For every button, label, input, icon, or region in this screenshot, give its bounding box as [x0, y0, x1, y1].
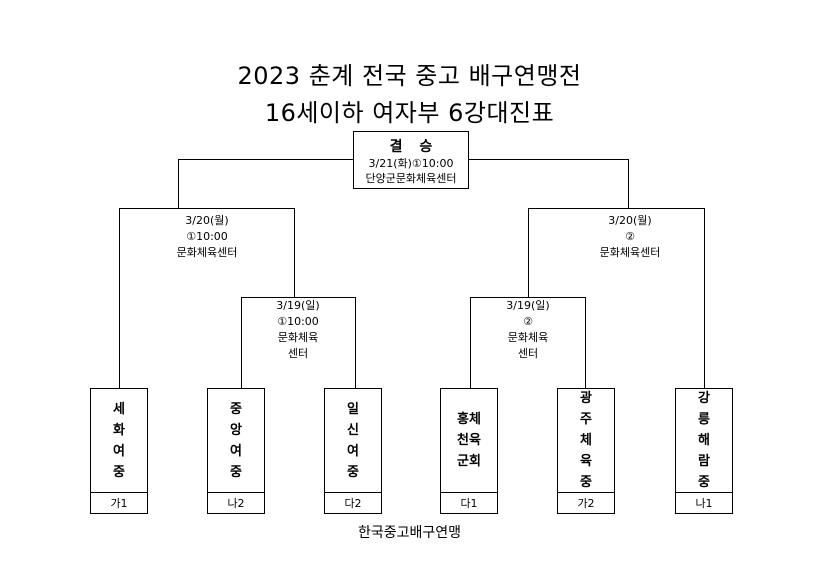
- final-connector-left: [178, 159, 353, 160]
- semi-left-drop-qf: [294, 208, 295, 297]
- semi-right-drop-team6: [704, 208, 705, 388]
- semi-left-info: 3/20(월) ①10:00 문화체육센터: [147, 213, 267, 261]
- qf-left-drop-team3: [355, 297, 356, 388]
- team-name: 일 신 여 중: [347, 401, 359, 480]
- qf-right-bar: [470, 297, 586, 298]
- semi-right-time: ②: [625, 230, 635, 243]
- final-connector-right: [469, 159, 629, 160]
- semi-right-date: 3/20(월): [608, 214, 652, 227]
- team-seed-code: 가2: [558, 492, 614, 514]
- qf-right-drop-team5: [585, 297, 586, 388]
- team-box-4: 홍체 천육 군회 다1: [440, 388, 498, 514]
- semi-left-date: 3/20(월): [185, 214, 229, 227]
- semi-left-time: ①10:00: [186, 230, 228, 243]
- qf-left-bar: [241, 297, 356, 298]
- qf-right-time: ②: [523, 315, 533, 328]
- semi-right-info: 3/20(월) ② 문화체육센터: [570, 213, 690, 261]
- semi-right-drop-qf: [528, 208, 529, 297]
- title-line-2: 16세이하 여자부 6강대진표: [264, 99, 555, 127]
- semi-left-drop-team1: [119, 208, 120, 388]
- final-drop-right: [628, 159, 629, 208]
- qf-left-info: 3/19(일) ①10:00 문화체육 센터: [248, 298, 348, 362]
- semi-left-venue: 문화체육센터: [176, 246, 238, 259]
- team-seed-code: 가1: [91, 492, 147, 514]
- final-venue: 단양군문화체육센터: [365, 172, 457, 185]
- team-box-3: 일 신 여 중 다2: [324, 388, 382, 514]
- qf-right-date: 3/19(일): [506, 299, 550, 312]
- team-name: 홍체 천육 군회: [457, 412, 481, 469]
- team-name: 광 주 체 육 중: [580, 391, 592, 490]
- team-name: 세 화 여 중: [113, 401, 125, 480]
- qf-left-date: 3/19(일): [276, 299, 320, 312]
- semi-left-bar: [119, 208, 295, 209]
- qf-right-drop-team4: [470, 297, 471, 388]
- qf-left-venue-line2: 센터: [287, 347, 309, 360]
- qf-right-venue-line1: 문화체육: [507, 331, 549, 344]
- title-line-1: 2023 춘계 전국 중고 배구연맹전: [237, 62, 582, 90]
- semi-right-bar: [528, 208, 705, 209]
- team-box-6: 강 릉 해 람 중 나1: [675, 388, 733, 514]
- qf-left-venue-line1: 문화체육: [277, 331, 319, 344]
- qf-right-info: 3/19(일) ② 문화체육 센터: [478, 298, 578, 362]
- team-box-5: 광 주 체 육 중 가2: [557, 388, 615, 514]
- qf-right-venue-line2: 센터: [517, 347, 539, 360]
- final-drop-left: [178, 159, 179, 208]
- team-seed-code: 나1: [676, 492, 732, 514]
- team-box-2: 중 앙 여 중 나2: [207, 388, 265, 514]
- semi-right-venue: 문화체육센터: [599, 246, 661, 259]
- team-seed-code: 다2: [325, 492, 381, 514]
- final-title: 결 승: [389, 139, 439, 155]
- qf-left-drop-team2: [241, 297, 242, 388]
- team-seed-code: 나2: [208, 492, 264, 514]
- team-seed-code: 다1: [441, 492, 497, 514]
- team-box-1: 세 화 여 중 가1: [90, 388, 148, 514]
- team-name: 강 릉 해 람 중: [698, 391, 710, 490]
- qf-left-time: ①10:00: [277, 315, 319, 328]
- final-match-box: 결 승 3/21(화)①10:00 단양군문화체육센터: [353, 131, 469, 189]
- organizer-footer: 한국중고배구연맹: [357, 525, 462, 541]
- final-date-time: 3/21(화)①10:00: [368, 157, 454, 170]
- team-name: 중 앙 여 중: [230, 401, 242, 480]
